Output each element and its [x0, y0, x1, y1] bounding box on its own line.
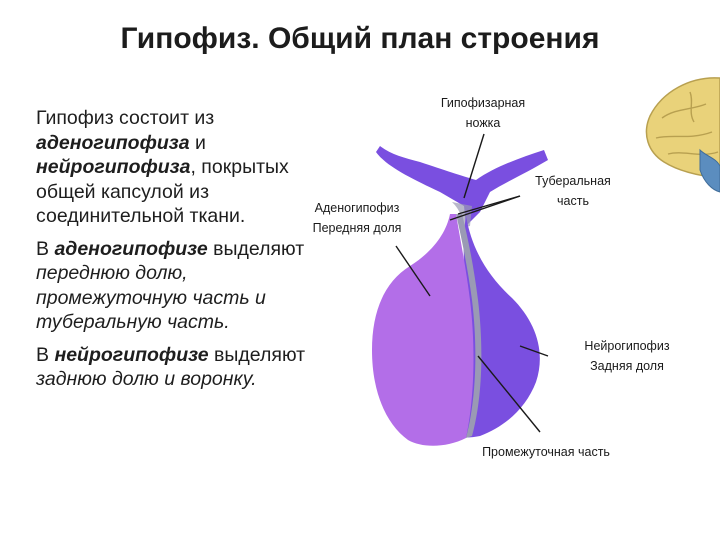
term-adenohypophysis: аденогипофизе [54, 237, 208, 260]
leader-posterior [519, 345, 549, 357]
leader-lines [395, 133, 549, 433]
label-tuberal-line2: часть [557, 194, 589, 208]
term-adenohypophysis: аденогипофиза [36, 131, 190, 154]
term-neurohypophysis: нейрогипофиза [36, 156, 191, 178]
parts-list: заднюю долю и воронку. [36, 368, 257, 390]
label-tuberal-line1: Туберальная [535, 174, 611, 188]
label-stalk-line2: ножка [466, 116, 501, 130]
text-span: выделяют [207, 237, 305, 260]
description-text: Гипофиз состоит из аденогипофиза и нейро… [36, 106, 316, 400]
leader-tuberal-2 [457, 195, 521, 215]
pituitary-stalk [376, 146, 548, 226]
parts-list: переднюю долю, промежуточную часть и туб… [36, 262, 266, 333]
term-neurohypophysis: нейрогипофизе [54, 343, 209, 366]
label-intermediate: Промежуточная часть [482, 445, 610, 459]
text-span: , покрытых общей капсулой из соединитель… [36, 156, 289, 227]
text-span: и [189, 131, 206, 154]
text-span: выделяют [208, 343, 306, 366]
paragraph-neuro-parts: В нейрогипофизе выделяют заднюю долю и в… [36, 343, 316, 392]
anterior-lobe [372, 214, 474, 446]
paragraph-adeno-parts: В аденогипофизе выделяют переднюю долю, … [36, 237, 316, 335]
leader-intermediate [477, 355, 541, 433]
label-stalk-line1: Гипофизарная [441, 96, 525, 110]
label-neuro-line2: Задняя доля [590, 359, 664, 373]
page-title: Гипофиз. Общий план строения [120, 22, 600, 55]
leader-stalk [463, 133, 485, 199]
intermediate-part [456, 214, 482, 438]
leader-anterior [395, 245, 431, 297]
text-span: В [36, 343, 55, 366]
label-neuro-line1: Нейрогипофиз [584, 339, 669, 353]
label-adeno-line1: Аденогипофиз [315, 201, 400, 215]
paragraph-composition: Гипофиз состоит из аденогипофиза и нейро… [36, 106, 316, 229]
text-span: Гипофиз состоит из [36, 107, 215, 129]
brain-illustration [645, 77, 720, 193]
text-span: В [36, 237, 55, 260]
label-adeno-line2: Передняя доля [313, 221, 402, 235]
